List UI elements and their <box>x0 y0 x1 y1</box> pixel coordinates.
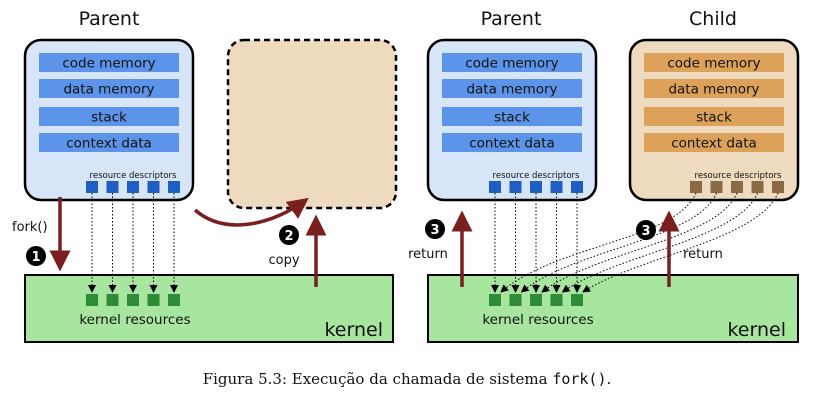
copy-curve-arrow <box>193 197 309 227</box>
child-descriptors-label: resource descriptors <box>695 171 782 181</box>
right-parent-memory-row-label-3: context data <box>469 136 555 152</box>
right-descriptor-square-3 <box>550 181 563 193</box>
right-descriptor-square-4 <box>571 181 583 193</box>
step-3-parent-number: 3 <box>430 223 439 238</box>
right-kernel-resource-square-1 <box>509 294 522 306</box>
copy-target-box <box>226 38 398 210</box>
left-kernel-label: kernel <box>324 319 383 341</box>
caption-suffix: . <box>606 370 612 388</box>
right-kernel-resource-square-0 <box>489 294 501 306</box>
step-3-child-number: 3 <box>641 224 650 239</box>
child-memory-row-label-0: code memory <box>667 56 760 72</box>
left-descriptor-square-1 <box>106 181 119 193</box>
right-descriptor-square-2 <box>530 181 542 193</box>
left-kernel-resource-square-1 <box>106 294 119 306</box>
right-parent-title: Parent <box>481 8 542 30</box>
right-kernel-resource-square-2 <box>530 294 542 306</box>
step-3-parent-badge <box>425 219 445 239</box>
left-parent-memory-row-label-2: stack <box>91 110 127 126</box>
left-parent-memory-row-label-1: data memory <box>63 82 154 98</box>
right-kernel-box <box>427 274 799 343</box>
left-resource-descriptors-label: resource descriptors <box>90 171 177 181</box>
right-parent-descriptors-label: resource descriptors <box>493 171 580 181</box>
left-parent-memory-row-0 <box>39 53 179 72</box>
fork-label: fork() <box>12 220 48 235</box>
child-descriptor-square-1 <box>710 181 723 193</box>
child-memory-row-1 <box>644 79 784 98</box>
child-memory-row-label-3: context data <box>671 136 757 152</box>
left-kernel-resources-label: kernel resources <box>79 312 190 328</box>
child-descriptor-square-0 <box>690 181 702 193</box>
step-3-child-badge <box>636 220 656 240</box>
left-descriptor-square-2 <box>127 181 139 193</box>
child-memory-row-2 <box>644 107 784 126</box>
right-parent-memory-row-1 <box>442 79 582 98</box>
right-kernel-label: kernel <box>727 319 786 341</box>
left-kernel-box <box>24 274 394 343</box>
parent-return-label: return <box>408 247 448 262</box>
left-parent-memory-row-1 <box>39 79 179 98</box>
child-descriptor-square-3 <box>751 181 764 193</box>
right-child-title: Child <box>689 8 737 30</box>
right-parent-memory-row-0 <box>442 53 582 72</box>
child-descriptor-link-4 <box>582 192 779 293</box>
step-1-number: 1 <box>31 250 40 265</box>
left-parent-title: Parent <box>79 8 140 30</box>
left-kernel-resource-square-3 <box>147 294 160 306</box>
left-parent-memory-row-label-0: code memory <box>62 56 155 72</box>
child-memory-row-label-1: data memory <box>668 82 759 98</box>
left-parent-memory-row-3 <box>39 133 179 152</box>
right-descriptor-square-0 <box>489 181 501 193</box>
right-parent-memory-row-label-2: stack <box>494 110 530 126</box>
child-descriptor-link-2 <box>541 192 738 293</box>
right-parent-memory-row-label-0: code memory <box>465 56 558 72</box>
left-descriptor-square-0 <box>86 181 98 193</box>
right-parent-memory-row-2 <box>442 107 582 126</box>
step-2-number: 2 <box>284 229 293 244</box>
left-kernel-resource-square-0 <box>86 294 98 306</box>
copy-label: copy <box>268 253 299 268</box>
child-descriptor-square-4 <box>772 181 784 193</box>
child-memory-row-3 <box>644 133 784 152</box>
right-kernel-resources-label: kernel resources <box>482 312 593 328</box>
child-memory-row-label-2: stack <box>696 110 732 126</box>
left-parent-memory-row-2 <box>39 107 179 126</box>
step-2-badge <box>279 225 299 245</box>
right-parent-memory-row-3 <box>442 133 582 152</box>
left-descriptor-square-3 <box>147 181 160 193</box>
left-descriptor-square-4 <box>168 181 180 193</box>
caption-code: fork() <box>552 370 607 388</box>
figure-caption: Figura 5.3: Execução da chamada de siste… <box>0 370 814 388</box>
child-descriptor-link-3 <box>561 192 758 293</box>
child-descriptor-square-2 <box>731 181 743 193</box>
child-return-label: return <box>683 247 723 262</box>
child-memory-row-0 <box>644 53 784 72</box>
right-parent-memory-row-label-1: data memory <box>466 82 557 98</box>
left-parent-memory-row-label-3: context data <box>66 136 152 152</box>
right-descriptor-square-1 <box>509 181 522 193</box>
step-1-badge <box>26 246 46 266</box>
caption-prefix: Figura 5.3: Execução da chamada de siste… <box>202 370 553 388</box>
right-kernel-resource-square-3 <box>550 294 563 306</box>
left-kernel-resource-square-4 <box>168 294 180 306</box>
right-kernel-resource-square-4 <box>571 294 583 306</box>
left-kernel-resource-square-2 <box>127 294 139 306</box>
